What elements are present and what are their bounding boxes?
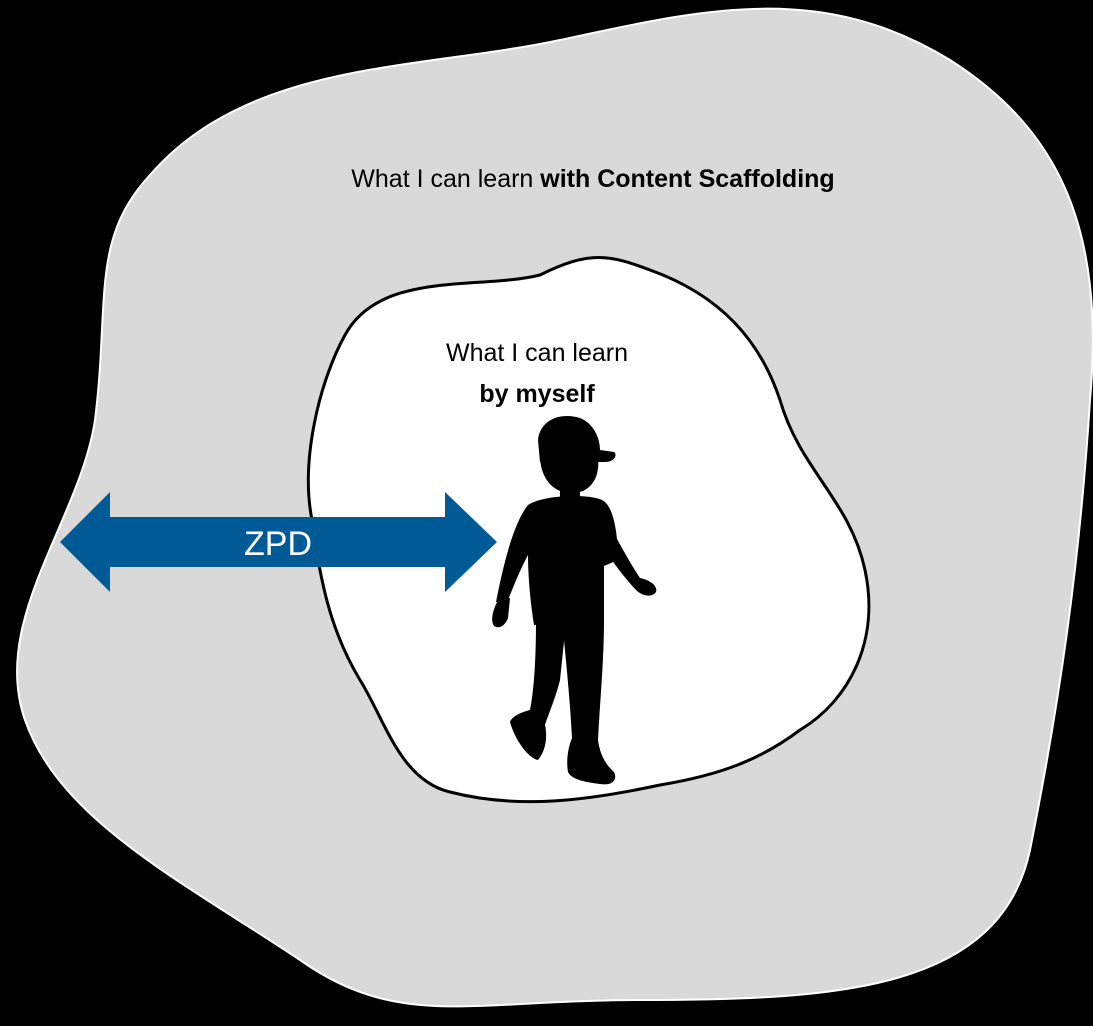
inner-zone-label-line2: by myself: [479, 380, 595, 408]
outer-zone-label-regular: What I can learn: [351, 165, 540, 193]
zpd-label: ZPD: [244, 525, 312, 563]
zpd-double-arrow-icon: [60, 492, 497, 592]
outer-zone-label: What I can learn with Content Scaffoldin…: [351, 165, 834, 193]
walking-child-silhouette-icon: [492, 416, 657, 785]
outer-zone-label-bold: with Content Scaffolding: [539, 165, 834, 193]
inner-zone-label-line1: What I can learn: [446, 339, 628, 367]
